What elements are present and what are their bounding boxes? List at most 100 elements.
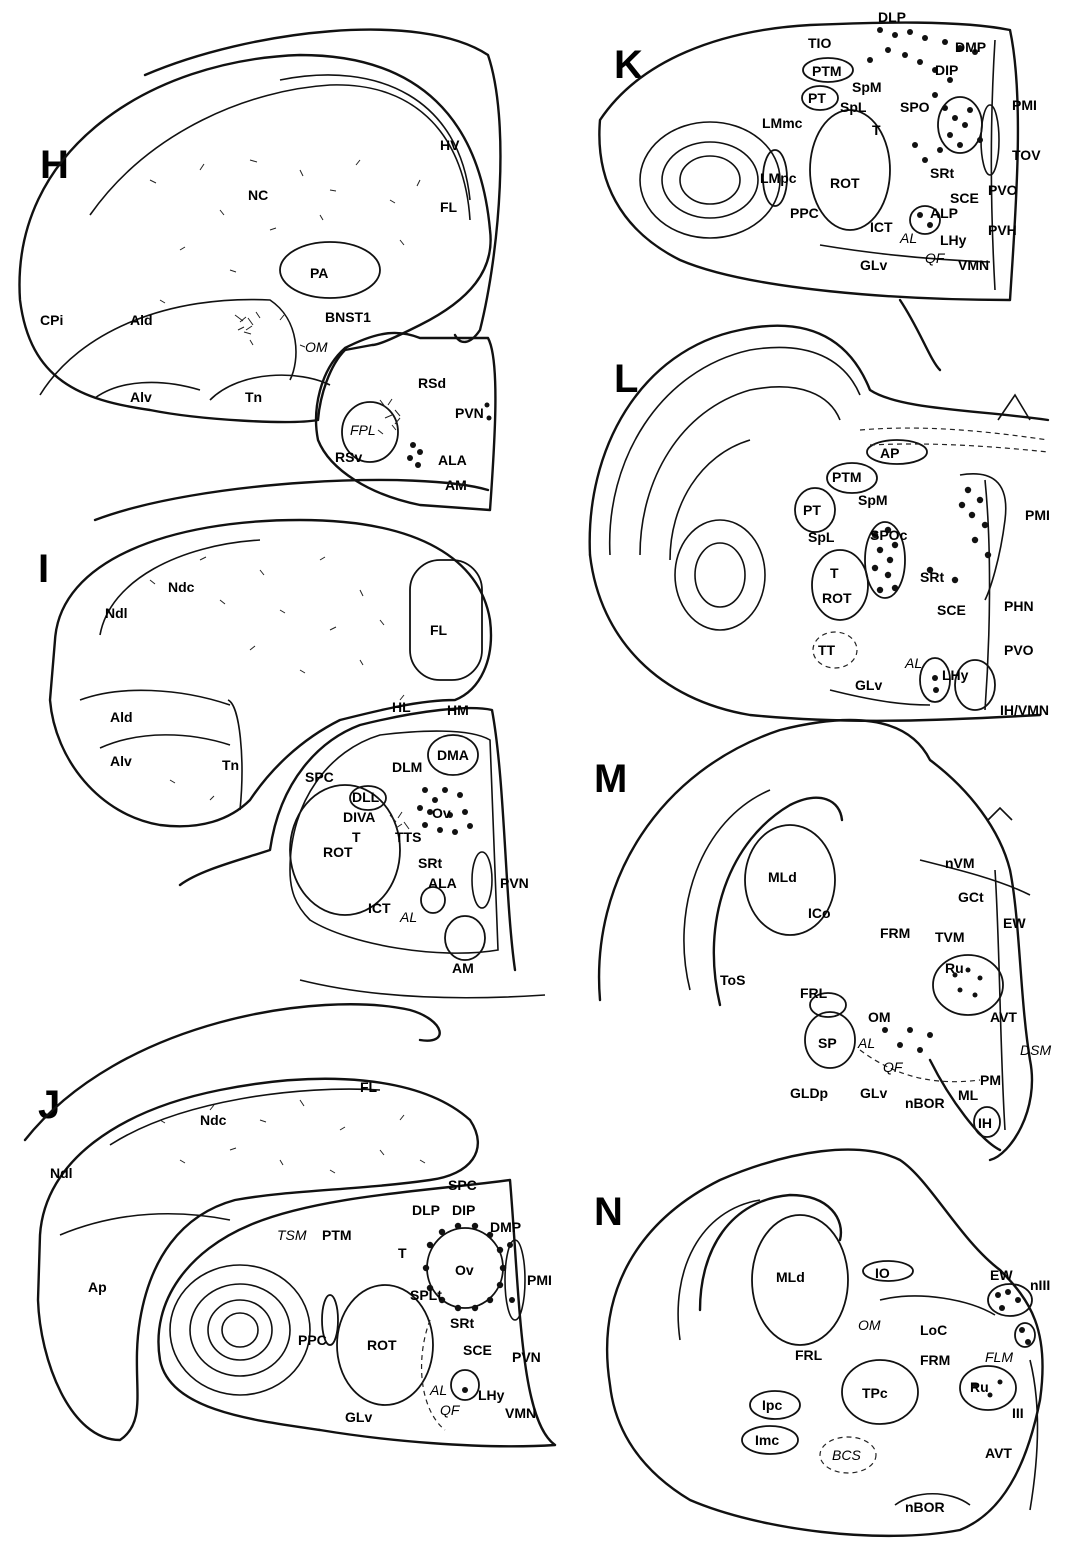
- label-spl-k: SpL: [840, 99, 867, 115]
- panel-k-lmpc-outline: [762, 149, 788, 207]
- label-ndc-j: Ndc: [200, 1112, 227, 1128]
- label-ru-m: Ru: [945, 960, 964, 976]
- panel-n-io-outline: [862, 1260, 914, 1282]
- panel-m-lower-contour: [928, 1058, 1002, 1152]
- label-al-k: AL: [899, 230, 917, 246]
- label-t-j: T: [398, 1245, 407, 1261]
- label-ov-j: Ov: [455, 1262, 474, 1278]
- label-tvm: TVM: [935, 929, 965, 945]
- label-spo-k: SPO: [900, 99, 930, 115]
- panel-n-ru-outline: [959, 1365, 1017, 1411]
- panel-h-fpl-outline: [341, 401, 399, 463]
- label-rsd: RSd: [418, 375, 446, 391]
- panel-l-ihvmn-outline: [954, 659, 996, 711]
- panel-k-tectum-ring-2: [661, 141, 759, 219]
- panel-l-tt-outline: [812, 631, 858, 669]
- panel-l-outline: [588, 324, 1050, 557]
- panel-k-midline: [990, 39, 996, 291]
- label-io: IO: [875, 1265, 890, 1281]
- panel-n-tpc-outline: [841, 1359, 919, 1425]
- label-dip-j: DIP: [452, 1202, 475, 1218]
- label-t-l: T: [830, 565, 839, 581]
- label-cpi: CPi: [40, 312, 63, 328]
- panel-k-tectum-ring-3: [679, 155, 741, 205]
- label-tio: TIO: [808, 35, 831, 51]
- panel-l-dots: [871, 486, 992, 693]
- panel-h-tn-boundary: [209, 374, 331, 401]
- label-ov: Ov: [432, 805, 451, 821]
- label-vmn-j: VMN: [505, 1405, 536, 1421]
- panel-letter-l: L: [614, 357, 638, 401]
- label-pvh: PVH: [988, 222, 1017, 238]
- panel-h-ald-boundary: [39, 298, 297, 396]
- label-bcs: BCS: [832, 1447, 861, 1463]
- panel-j-rot-outline: [336, 1284, 434, 1406]
- label-sce-k: SCE: [950, 190, 979, 206]
- panel-k-tectum-ring-1: [639, 121, 781, 239]
- panel-k-pmi-outline: [980, 104, 1000, 176]
- label-phn: PHN: [1004, 598, 1034, 614]
- label-vmn-k: VMN: [958, 257, 989, 273]
- label-fl: FL: [440, 199, 458, 215]
- label-qf-m: QF: [883, 1059, 904, 1075]
- panel-i-ala-outline: [420, 886, 446, 914]
- panel-l-ap-outline: [866, 439, 928, 465]
- panel-k-glv-boundary: [819, 244, 991, 263]
- label-t-k: T: [872, 122, 881, 138]
- panel-letter-j: J: [38, 1083, 60, 1127]
- label-ap-j: Ap: [88, 1279, 107, 1295]
- label-ih-m: IH: [978, 1115, 992, 1131]
- label-lhy-k: LHy: [940, 232, 967, 248]
- label-pa: PA: [310, 265, 328, 281]
- panel-l-lower-contour: [588, 553, 1042, 722]
- panel-h-rs-cluster: [377, 398, 401, 435]
- panel-n-ipc-outline: [749, 1390, 801, 1420]
- label-ict-k: ICT: [870, 219, 893, 235]
- label-pt-l: PT: [803, 502, 821, 518]
- panel-l-pt-outline: [794, 487, 836, 533]
- panel-l-pmi-outline: [959, 473, 1007, 601]
- panel-l-tectum-ring-1: [608, 346, 861, 556]
- panel-j-ndl-boundary: [59, 1212, 231, 1236]
- panel-n-ew-outline: [987, 1283, 1033, 1317]
- panel-j-hemisphere-outline: [36, 1077, 480, 1442]
- panel-j: J Ndl Ndc FL Ap SPC DLP DIP DMP TSM PTM …: [23, 1003, 557, 1448]
- label-spc-j: SPC: [448, 1177, 477, 1193]
- label-al-l: AL: [904, 655, 922, 671]
- label-om-n: OM: [858, 1317, 881, 1333]
- label-pvo-k: PVO: [988, 182, 1018, 198]
- panel-h-dots: [407, 402, 492, 468]
- label-nbor-m: nBOR: [905, 1095, 945, 1111]
- label-tpc: TPc: [862, 1385, 888, 1401]
- panel-h-pa-outline: [279, 241, 381, 299]
- label-dma: DMA: [437, 747, 469, 763]
- panel-k-dots: [867, 27, 983, 228]
- panel-i-outer-wedge: [299, 979, 546, 999]
- label-rot-l: ROT: [822, 590, 852, 606]
- panel-l-rot-outline: [811, 549, 869, 621]
- panel-h-outer-contour: [143, 28, 502, 344]
- panel-i-dots: [417, 787, 473, 835]
- panel-i-thalamus-inner: [289, 730, 499, 954]
- label-pmi-j: PMI: [527, 1272, 552, 1288]
- label-ico: ICo: [808, 905, 831, 921]
- label-glv-k: GLv: [860, 257, 887, 273]
- panel-l: L AP PTM SpM PT PMI SpL SPOc SRt T ROT: [588, 324, 1050, 722]
- panel-h-alv-boundary: [94, 381, 201, 399]
- panel-h-ald-cluster: [234, 311, 261, 335]
- label-hl: HL: [392, 699, 411, 715]
- label-flm: FLM: [985, 1349, 1013, 1365]
- label-avt-n: AVT: [985, 1445, 1012, 1461]
- panel-i-thalamus-outline: [178, 706, 517, 972]
- label-fl-i: FL: [430, 622, 448, 638]
- label-frl-m: FRL: [800, 985, 828, 1001]
- label-al-m: AL: [857, 1035, 875, 1051]
- panel-i-tn-outline: [227, 699, 243, 811]
- label-spm-k: SpM: [852, 79, 882, 95]
- label-ict: ICT: [368, 900, 391, 916]
- label-ala: ALA: [438, 452, 467, 468]
- label-qf-j: QF: [440, 1402, 461, 1418]
- label-spm-l: SpM: [858, 492, 888, 508]
- panel-letter-m: M: [594, 757, 627, 801]
